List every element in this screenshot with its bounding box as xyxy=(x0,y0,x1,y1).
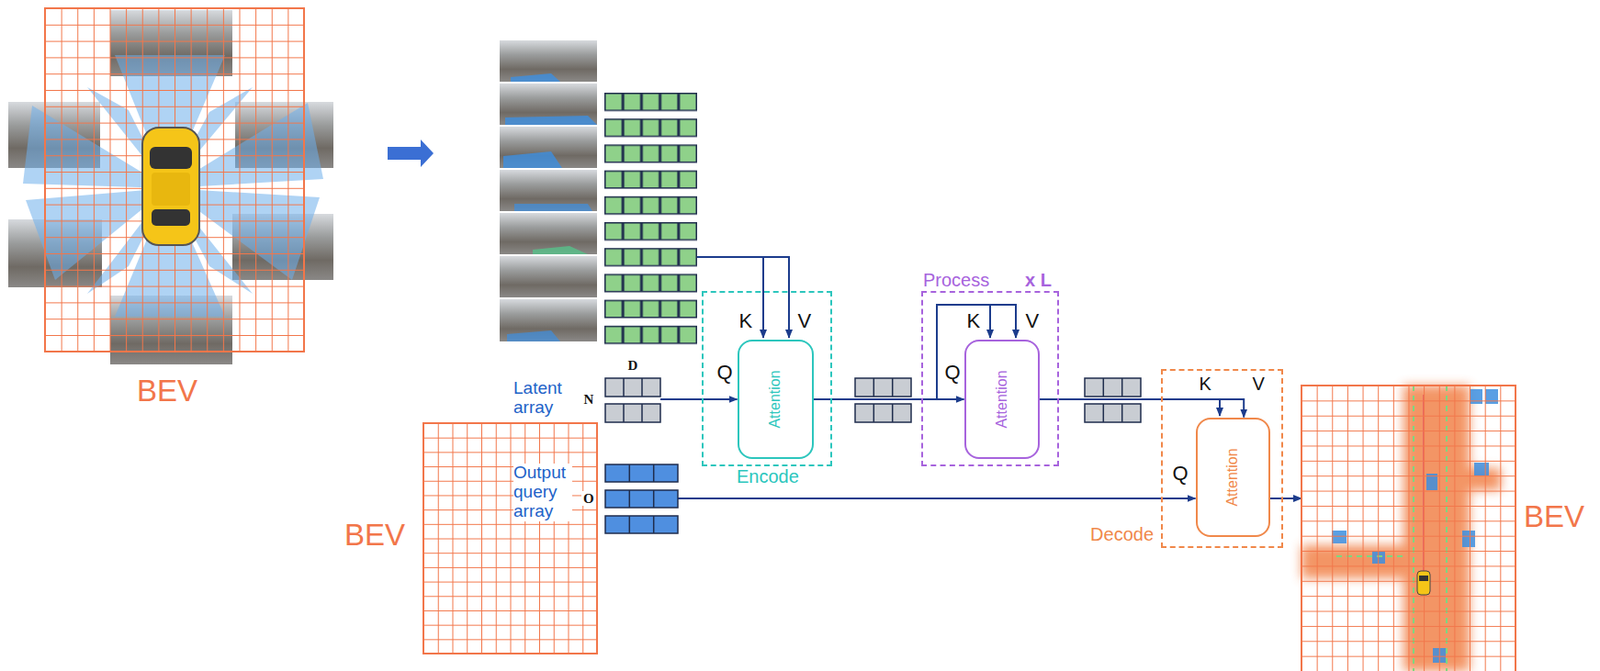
car-window xyxy=(149,146,192,170)
camera-photo xyxy=(499,83,598,125)
cell-divider xyxy=(629,516,654,534)
block-title: Encode xyxy=(736,465,800,488)
image-column xyxy=(499,40,598,342)
block-title: Process xyxy=(923,269,990,292)
token-row xyxy=(605,490,678,508)
ego-car xyxy=(142,127,200,246)
cell-divider xyxy=(629,490,654,508)
cell-divider xyxy=(623,404,643,423)
camera-photo xyxy=(499,213,598,255)
attention-box: Attention xyxy=(737,339,814,460)
query-cells xyxy=(605,464,678,534)
array-label: Latent array xyxy=(513,379,573,418)
attention-label: Attention xyxy=(766,370,784,429)
token-row xyxy=(855,378,912,397)
token-row xyxy=(1084,404,1141,423)
car-window xyxy=(151,209,191,226)
flow-arrow-icon xyxy=(387,139,434,168)
token-row xyxy=(605,404,661,423)
bev-query-grid-border xyxy=(423,423,598,654)
cell-divider xyxy=(1103,404,1122,423)
bev-label: BEV xyxy=(342,518,407,553)
key-label: K xyxy=(737,310,755,333)
car-body xyxy=(142,127,200,246)
attention-label: Attention xyxy=(1223,448,1241,507)
seg-overlay xyxy=(510,73,561,82)
block-title: Decode xyxy=(1090,523,1154,546)
kv-line xyxy=(762,257,765,339)
camera-photo xyxy=(499,40,598,82)
token-row xyxy=(605,464,678,483)
token-row xyxy=(855,404,912,423)
dim-label: N xyxy=(582,392,597,408)
flow-arrow xyxy=(660,398,738,401)
camera-photo xyxy=(499,299,598,342)
kv-line xyxy=(1218,399,1221,417)
kv-line xyxy=(697,257,789,339)
cell-divider xyxy=(1103,378,1122,397)
car-roof xyxy=(151,172,191,206)
car-window xyxy=(1419,575,1429,582)
query-label: Q xyxy=(1171,462,1191,485)
latent-cells xyxy=(605,378,661,423)
bev-label: BEV xyxy=(1523,499,1585,535)
repeat-count: x L xyxy=(1025,269,1052,292)
bev-label: BEV xyxy=(135,373,200,409)
query-array: Output query array xyxy=(605,464,678,534)
bev-grid xyxy=(45,8,305,352)
flow-arrow xyxy=(813,398,965,401)
bev-query-grid xyxy=(423,423,598,654)
bev-output-grid xyxy=(1301,385,1516,671)
dim-label: D xyxy=(626,358,641,374)
seg-overlay xyxy=(514,203,593,212)
key-label: K xyxy=(1197,373,1214,395)
flow-arrow xyxy=(1039,399,1245,418)
attention-box: Attention xyxy=(1195,417,1271,538)
ego-car xyxy=(1417,571,1431,596)
latent-array: Latent array xyxy=(605,378,661,423)
attention-label: Attention xyxy=(992,370,1011,429)
camera-photo xyxy=(499,126,598,169)
camera-photo xyxy=(499,169,598,212)
bev-output: BEV xyxy=(1301,385,1516,671)
camera-photo xyxy=(499,256,598,298)
seg-overlay xyxy=(532,246,588,255)
token-row xyxy=(1084,378,1141,397)
attention-box: Attention xyxy=(964,339,1040,460)
cell-divider xyxy=(623,378,643,397)
seg-overlay xyxy=(507,330,561,342)
key-label: K xyxy=(965,310,983,333)
kv-line xyxy=(989,304,992,339)
dim-label: O xyxy=(581,491,597,508)
query-label: Q xyxy=(943,361,963,384)
token-row xyxy=(605,516,678,534)
cell-divider xyxy=(873,404,892,423)
token-row xyxy=(605,378,661,397)
seg-overlay xyxy=(505,115,598,125)
flow-arrow xyxy=(677,497,1196,500)
value-label: V xyxy=(796,310,814,333)
flow-arrow xyxy=(1270,497,1303,500)
bev-output-map xyxy=(1301,385,1516,671)
decode-block: DecodeAttention xyxy=(1160,369,1284,549)
value-label: V xyxy=(1024,310,1042,333)
image-feature-tokens xyxy=(604,92,698,352)
value-label: V xyxy=(1250,373,1267,395)
cell-divider xyxy=(629,464,654,483)
bev-output-grid-border xyxy=(1301,385,1516,671)
array-label: Output query array xyxy=(513,463,573,522)
cell-divider xyxy=(873,378,892,397)
bev-grid-border xyxy=(45,8,305,352)
seg-overlay xyxy=(503,151,563,169)
query-label: Q xyxy=(715,361,735,384)
